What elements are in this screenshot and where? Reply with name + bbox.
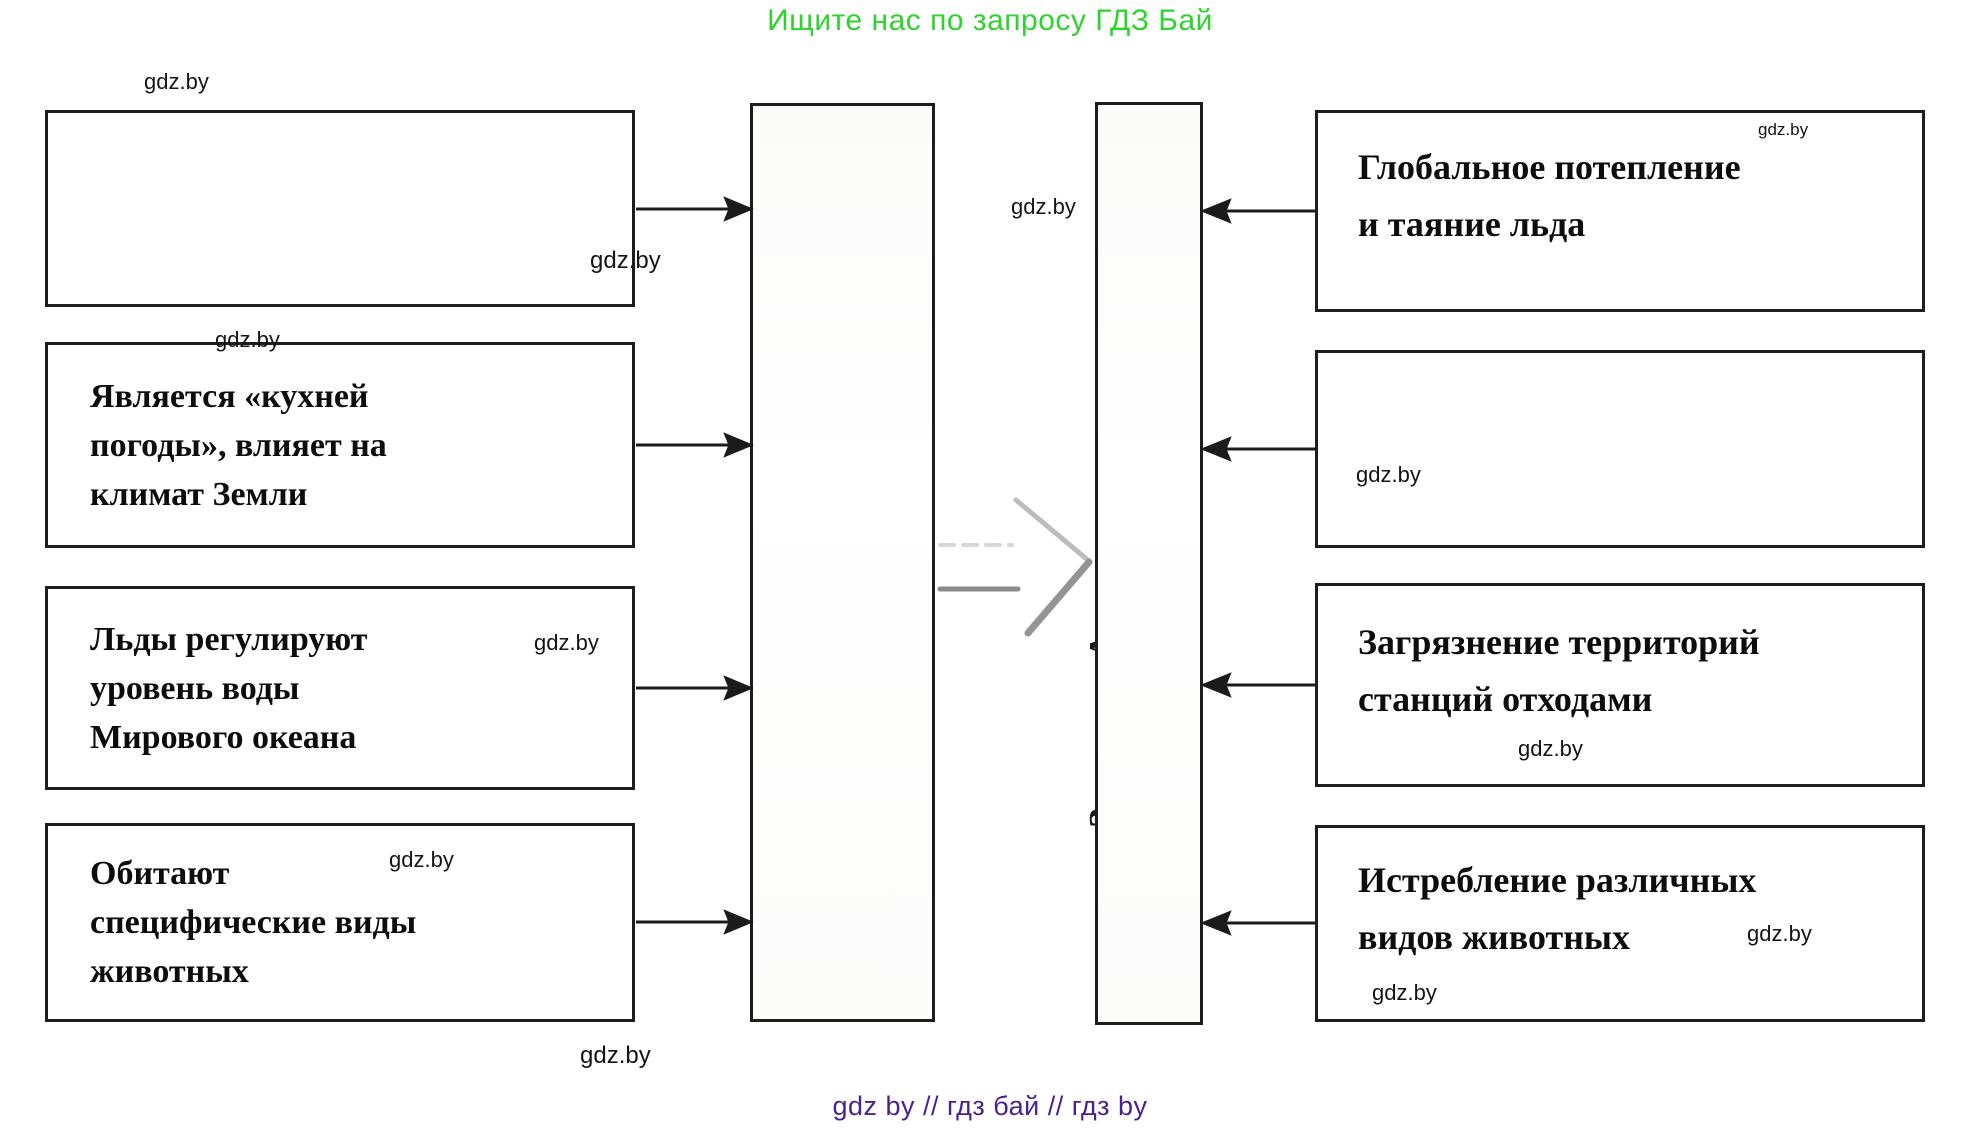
watermark: gdz.by [1356, 462, 1421, 487]
right-box-1: Глобальное потепление и таяние льда [1315, 110, 1925, 312]
watermark: gdz.by [1011, 194, 1076, 219]
watermark: gdz.by [1758, 120, 1809, 139]
left-box-4-line: Обитают [90, 855, 230, 892]
left-box-2-line: климат Земли [90, 475, 308, 513]
right-arrow-icons [1199, 198, 1316, 936]
right-box-1-line: и таяние льда [1358, 204, 1586, 244]
right-box-2-empty [1315, 350, 1925, 548]
right-box-3: Загрязнение территорий станций отходами [1315, 583, 1925, 787]
right-box-3-line: станций отходами [1358, 679, 1653, 719]
left-box-1-empty [45, 110, 635, 381]
left-box-3-line: Льды регулируют [90, 620, 368, 658]
watermark: gdz.by [1372, 980, 1437, 1005]
right-box-1-line: Глобальное потепление [1358, 147, 1741, 187]
left-box-4: Обитают специфические виды животных [45, 823, 635, 1022]
right-box-3-line: Загрязнение территорий [1358, 622, 1760, 662]
watermark: gdz.by [1747, 921, 1812, 946]
page-title: Ищите нас по запросу ГДЗ Бай [767, 4, 1213, 37]
left-box-2-line: Является «кухней [90, 377, 369, 415]
left-box-3: Льды регулируют уровень воды Мирового ок… [45, 586, 635, 790]
left-box-3-line: Мирового океана [90, 718, 357, 756]
watermark: gdz.by [215, 327, 280, 352]
watermark: gdz.by [1518, 736, 1583, 761]
left-box-2-line: погоды», влияет на [90, 426, 387, 464]
pillar-significance: Значение Антарктиды в географической обо… [750, 103, 1180, 1022]
right-box-4-line: видов животных [1358, 917, 1631, 957]
right-box-4-line: Истребление различных [1358, 860, 1757, 900]
left-box-3-line: уровень воды [90, 669, 300, 707]
big-flow-arrow-icon [937, 497, 1093, 637]
watermark: gdz.by [580, 1042, 651, 1069]
watermark: gdz.by [534, 630, 599, 655]
footer-search-hint: gdz by // гдз бай // гдз by [832, 1091, 1148, 1121]
left-arrow-icons [636, 196, 754, 935]
watermark: gdz.by [590, 247, 661, 274]
left-box-4-line: животных [90, 953, 249, 990]
right-box-4: Истребление различных видов животных [1315, 825, 1925, 1022]
watermark: gdz.by [389, 847, 454, 872]
pillar-problems: Проблемы Антарктиды [1095, 102, 1203, 1025]
left-box-2: Является «кухней погоды», влияет на клим… [45, 342, 635, 548]
watermark: gdz.by [144, 69, 209, 94]
left-box-4-line: специфические виды [90, 904, 417, 941]
